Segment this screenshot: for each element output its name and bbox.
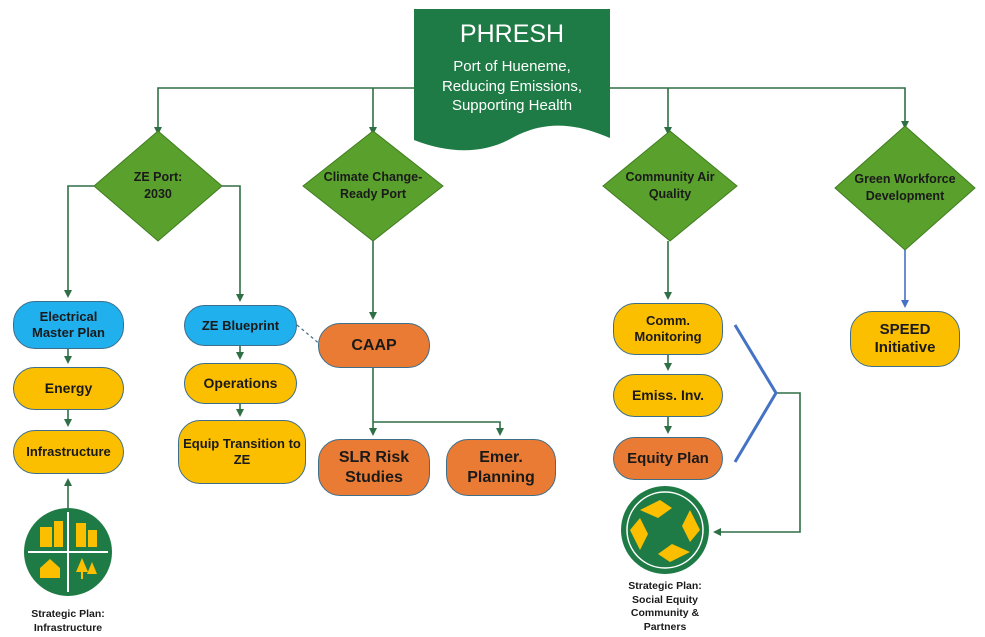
emiss-inv-node: Emiss. Inv. [613,374,723,417]
branch-workforce: Green Workforce Development [854,172,956,203]
speed-initiative-node: SPEED Initiative [850,311,960,367]
equity-plan-node: Equity Plan [613,437,723,480]
branch-climate: Climate Change- Ready Port [323,170,423,201]
infrastructure-node: Infrastructure [13,430,124,474]
city-buildings-icon [24,508,112,596]
operations-node: Operations [184,363,297,404]
branch-air-quality: Community Air Quality [625,170,715,201]
energy-node: Energy [13,367,124,410]
infrastructure-plan-caption: Strategic Plan: Infrastructure [31,608,105,634]
title-subtitle: Port of Hueneme, Reducing Emissions, Sup… [441,58,583,114]
social-equity-plan-caption: Strategic Plan: Social Equity Community … [628,580,702,633]
dashed-link [296,324,322,346]
grouping-brace [733,324,778,463]
ze-port-connectors [64,185,244,508]
electrical-master-plan: Electrical Master Plan [13,301,124,349]
title-connectors [154,87,909,135]
decision-ze-port [93,130,223,242]
emer-planning-node: Emer. Planning [446,439,556,496]
joined-hands-icon [621,486,709,574]
ze-blueprint-node: ZE Blueprint [184,305,297,346]
climate-connectors [369,241,504,436]
slr-risk-node: SLR Risk Studies [318,439,430,496]
title-main: PHRESH [459,20,565,48]
branch-ze-port: ZE Port: 2030 [133,170,183,201]
title-banner [414,9,610,151]
comm-monitoring-node: Comm. Monitoring [613,303,723,355]
caap-node: CAAP [318,323,430,368]
decision-air-quality [602,130,738,242]
equip-transition-node: Equip Transition to ZE [178,420,306,484]
air-quality-connectors [664,241,801,536]
